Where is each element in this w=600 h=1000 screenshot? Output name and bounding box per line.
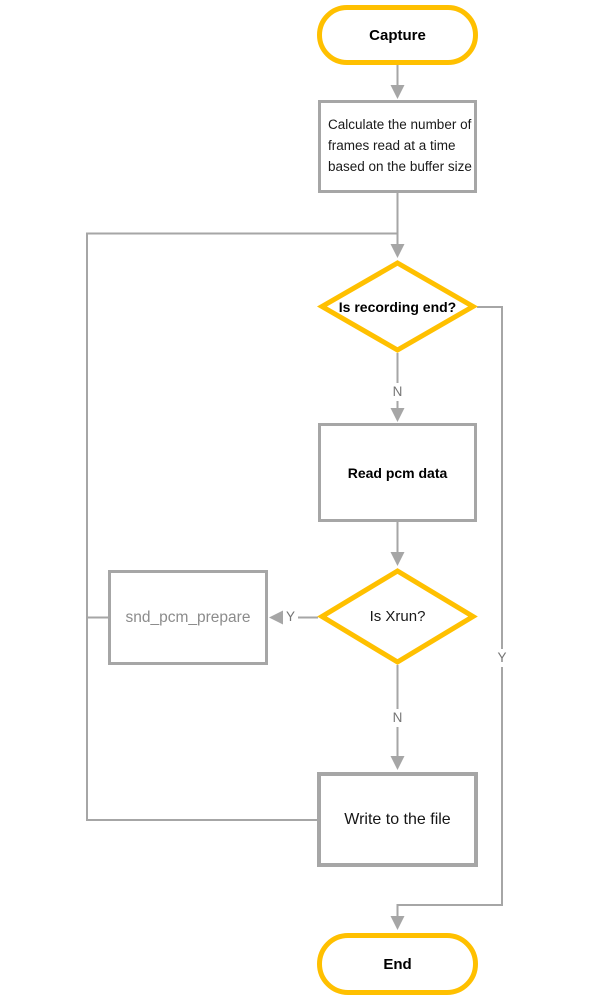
process-node-write-file: Write to the file — [317, 772, 478, 867]
arrowhead-into-end — [390, 916, 405, 930]
process-node-read-pcm: Read pcm data — [318, 423, 477, 522]
process-node-snd-pcm-prepare: snd_pcm_prepare — [108, 570, 268, 665]
decision-diamond-shape — [316, 260, 479, 353]
connector-recording-end-yes — [396, 306, 503, 916]
edge-label-xrun-yes: Y — [283, 608, 298, 626]
decision-diamond-shape — [317, 568, 478, 665]
process-node-label: Calculate the number of frames read at a… — [328, 117, 472, 174]
arrowhead-into-xrun — [390, 552, 405, 566]
arrowhead-into-calculate — [390, 85, 405, 99]
arrowhead-into-prepare — [269, 610, 283, 625]
edge-label-recording-yes: Y — [494, 649, 510, 667]
decision-node-is-xrun: Is Xrun? — [317, 568, 478, 665]
edge-label-xrun-no: N — [389, 709, 406, 727]
end-node: End — [317, 933, 478, 995]
start-node-label: Capture — [369, 26, 426, 44]
process-node-label: snd_pcm_prepare — [125, 608, 251, 626]
decision-node-label: Is recording end? — [338, 298, 457, 315]
process-node-calculate-frames: Calculate the number of frames read at a… — [318, 100, 477, 193]
arrowhead-into-read — [390, 408, 405, 422]
connector-write-loop-back — [86, 232, 398, 821]
start-node-capture: Capture — [317, 5, 478, 65]
arrowhead-into-write — [390, 756, 405, 770]
decision-node-label: Is Xrun? — [369, 608, 426, 625]
edge-label-recording-no: N — [389, 383, 406, 401]
arrowhead-into-recording — [390, 244, 405, 258]
end-node-label: End — [383, 955, 412, 973]
process-node-label: Write to the file — [344, 810, 451, 828]
decision-node-is-recording-end: Is recording end? — [316, 260, 479, 353]
process-node-label: Read pcm data — [347, 464, 448, 481]
